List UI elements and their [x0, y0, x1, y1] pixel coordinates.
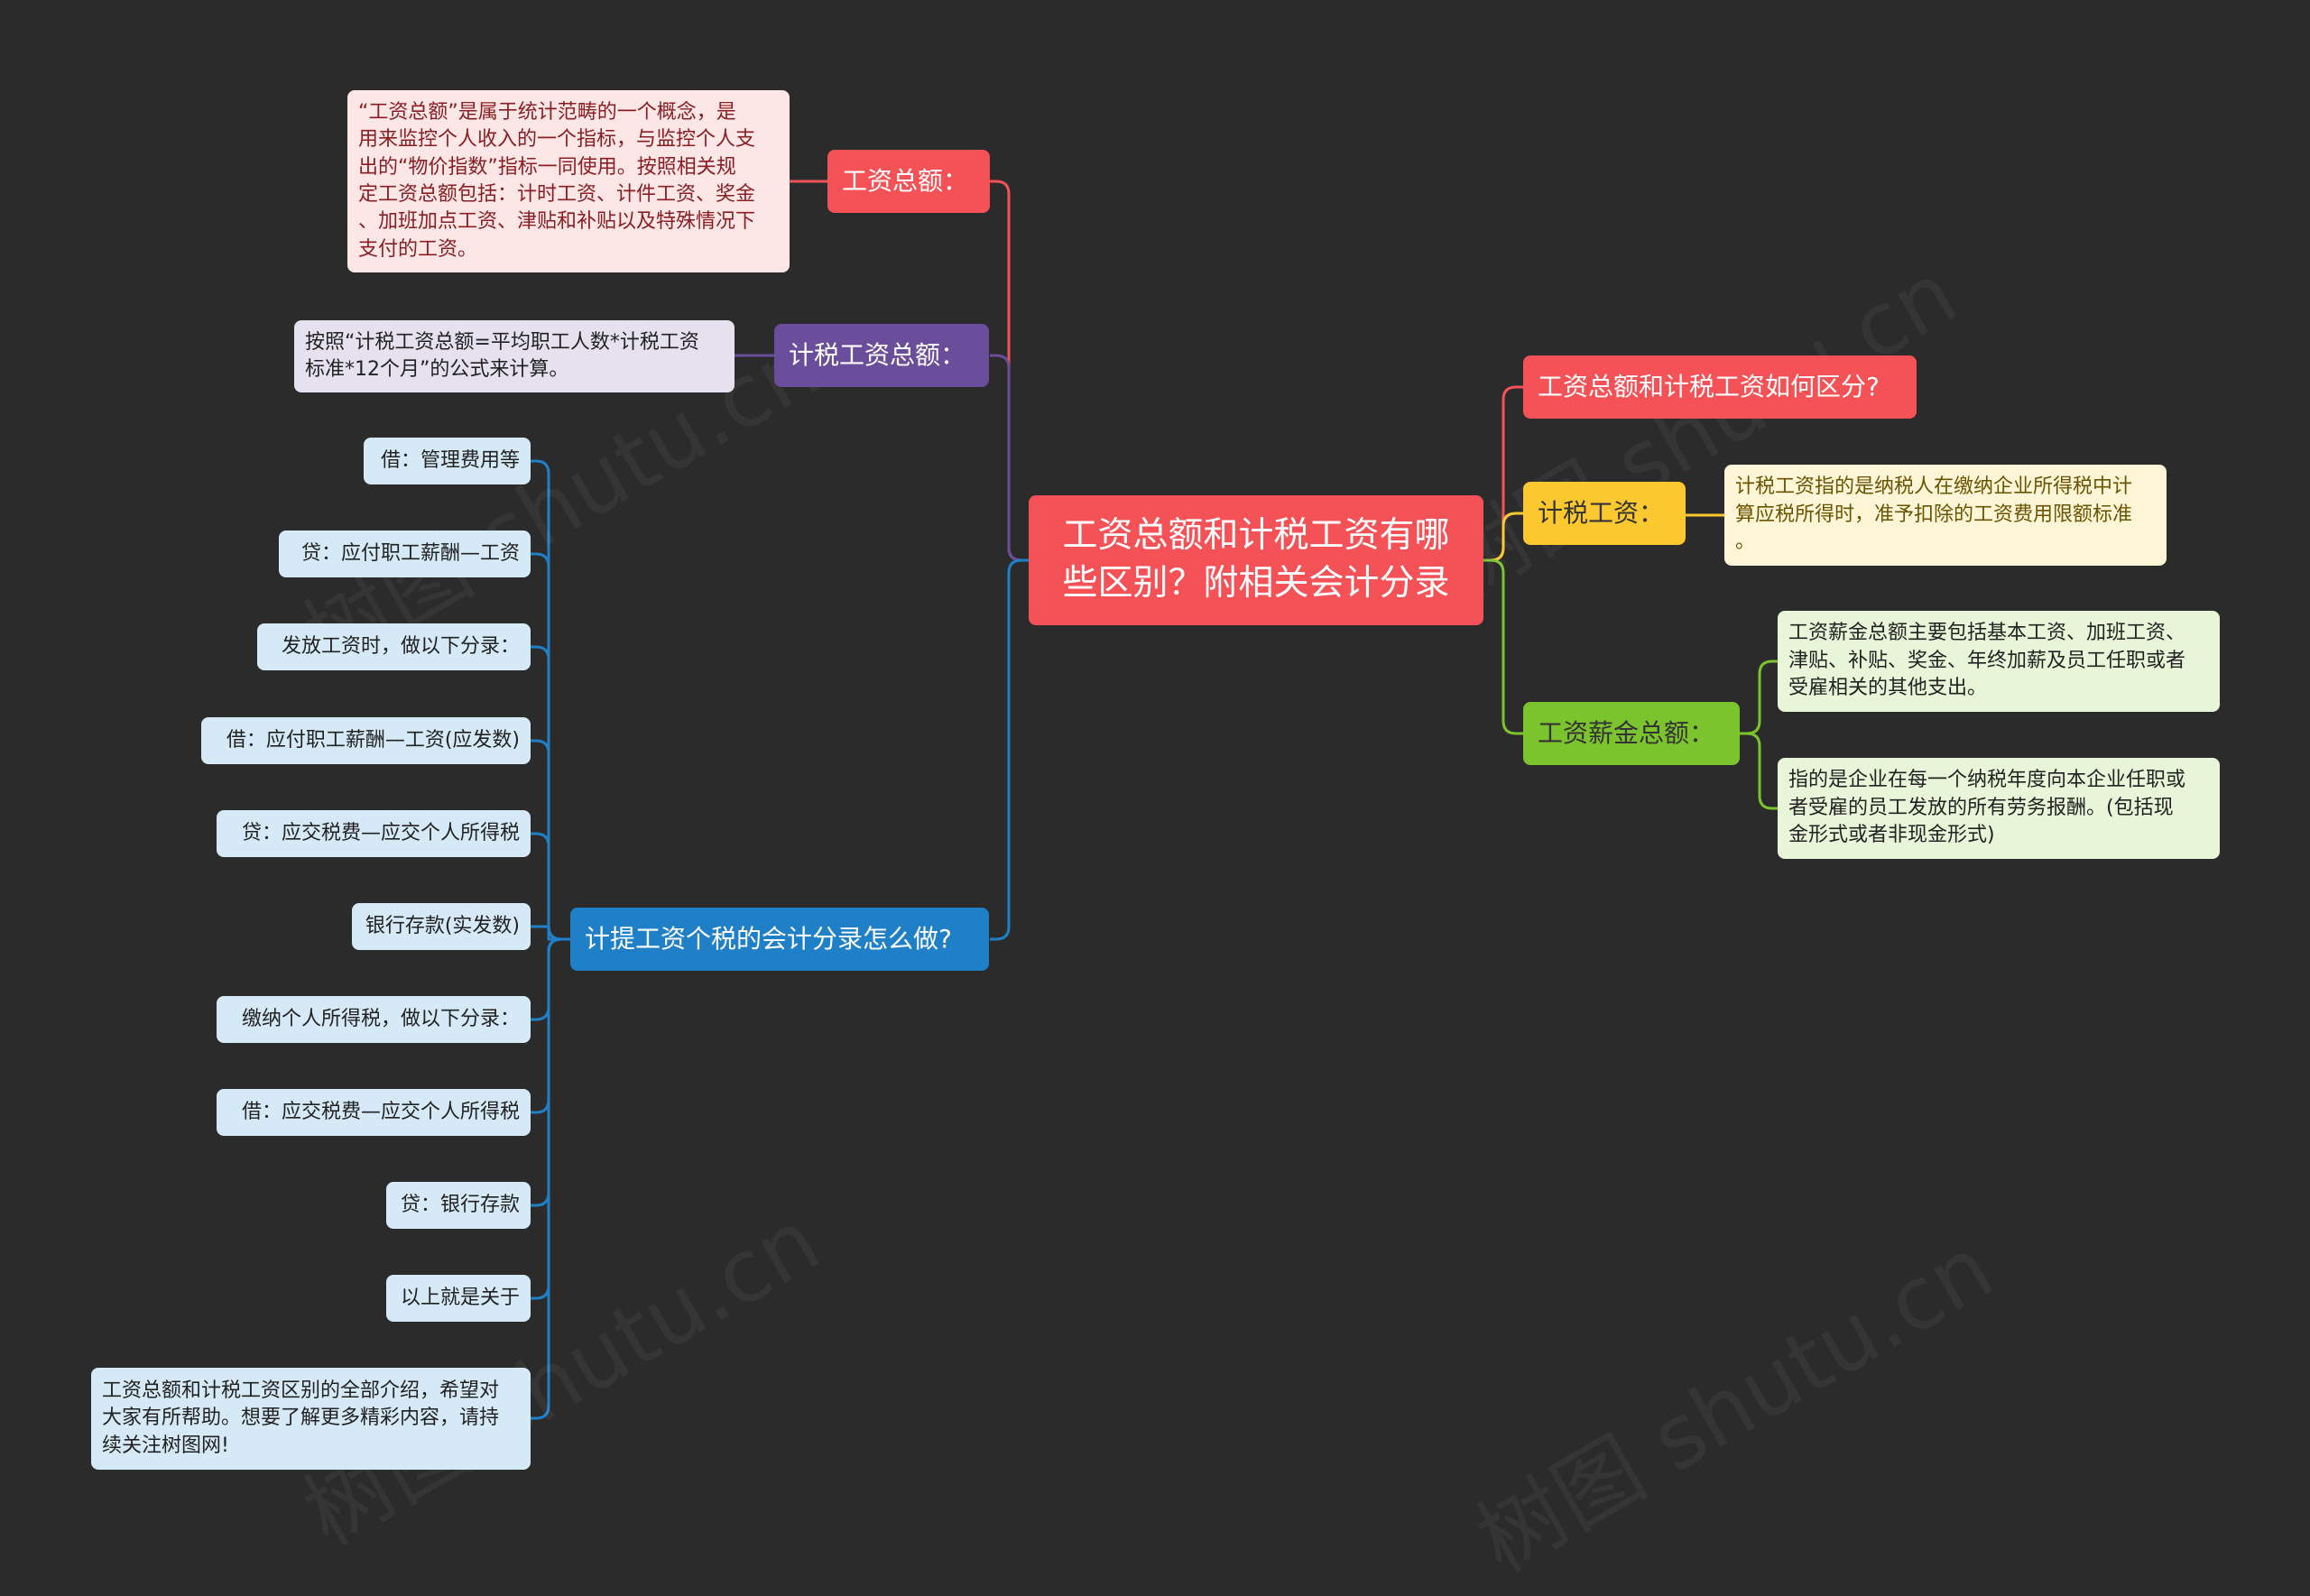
salary-total-description[interactable]: 工资薪金总额主要包括基本工资、加班工资、 津贴、补贴、奖金、年终加薪及员工任职或…	[1778, 611, 2220, 712]
connector-taxable-wage	[1483, 512, 1523, 562]
connector-lines	[531, 180, 1778, 1420]
entry-item[interactable]: 工资总额和计税工资区别的全部介绍，希望对 大家有所帮助。想要了解更多精彩内容，请…	[91, 1368, 531, 1470]
connector-salary-desc2	[1740, 732, 1778, 810]
mindmap-canvas: 树图 shutu.cn 树图 shutu.cn 树图 shutu.cn 树图 s…	[91, 90, 2220, 1592]
topic-accounting-entries[interactable]: 计提工资个税的会计分录怎么做?	[570, 908, 989, 971]
topic-taxable-wage[interactable]: 计税工资：	[1523, 482, 1686, 545]
connector-salary-total	[1483, 558, 1523, 735]
connector-salary-desc1	[1740, 660, 1778, 735]
connector-entry-7	[531, 937, 570, 1114]
entry-item[interactable]: 借：应交税费—应交个人所得税	[217, 1089, 531, 1136]
topic-salary-total[interactable]: 工资薪金总额：	[1523, 702, 1740, 765]
connector-taxable-wage-total	[990, 354, 1029, 562]
connector-entry-4	[531, 832, 570, 941]
connector-entry-6	[531, 937, 570, 1021]
entry-item[interactable]: 借：应付职工薪酬—工资(应发数)	[201, 717, 531, 764]
connector-entry-3	[531, 739, 570, 941]
entry-item[interactable]: 贷：应付职工薪酬—工资	[279, 530, 531, 577]
entry-item[interactable]: 贷：银行存款	[386, 1182, 531, 1229]
connector-entry-0	[531, 459, 570, 941]
connector-entry-1	[531, 552, 570, 941]
topic-taxable-wage-total[interactable]: 计税工资总额：	[774, 324, 989, 387]
taxable-wage-total-description[interactable]: 按照“计税工资总额=平均职工人数*计税工资 标准*12个月”的公式来计算。	[294, 320, 735, 392]
entry-item[interactable]: 以上就是关于	[386, 1275, 531, 1322]
entry-item[interactable]: 缴纳个人所得税，做以下分录：	[217, 996, 531, 1043]
central-topic[interactable]: 工资总额和计税工资有哪 些区别？附相关会计分录	[1029, 495, 1483, 625]
topic-difference[interactable]: 工资总额和计税工资如何区分?	[1523, 355, 1917, 419]
wage-total-description[interactable]: “工资总额”是属于统计范畴的一个概念，是 用来监控个人收入的一个指标，与监控个人…	[347, 90, 790, 272]
entry-item[interactable]: 发放工资时，做以下分录：	[257, 623, 531, 670]
topic-wage-total[interactable]: 工资总额：	[827, 150, 990, 213]
connector-entry-2	[531, 645, 570, 941]
taxable-wage-description[interactable]: 计税工资指的是纳税人在缴纳企业所得税中计 算应税所得时，准予扣除的工资费用限额标…	[1724, 465, 2167, 566]
connector-entry-10	[531, 937, 570, 1420]
salary-total-definition[interactable]: 指的是企业在每一个纳税年度向本企业任职或 者受雇的员工发放的所有劳务报酬。(包括…	[1778, 758, 2220, 859]
connector-entry-9	[531, 937, 570, 1300]
connector-accounting	[990, 558, 1029, 941]
connector-entry-8	[531, 937, 570, 1207]
entry-item[interactable]: 借：管理费用等	[364, 438, 531, 484]
entry-item[interactable]: 贷：应交税费—应交个人所得税	[217, 810, 531, 857]
entry-item[interactable]: 银行存款(实发数)	[352, 903, 531, 950]
